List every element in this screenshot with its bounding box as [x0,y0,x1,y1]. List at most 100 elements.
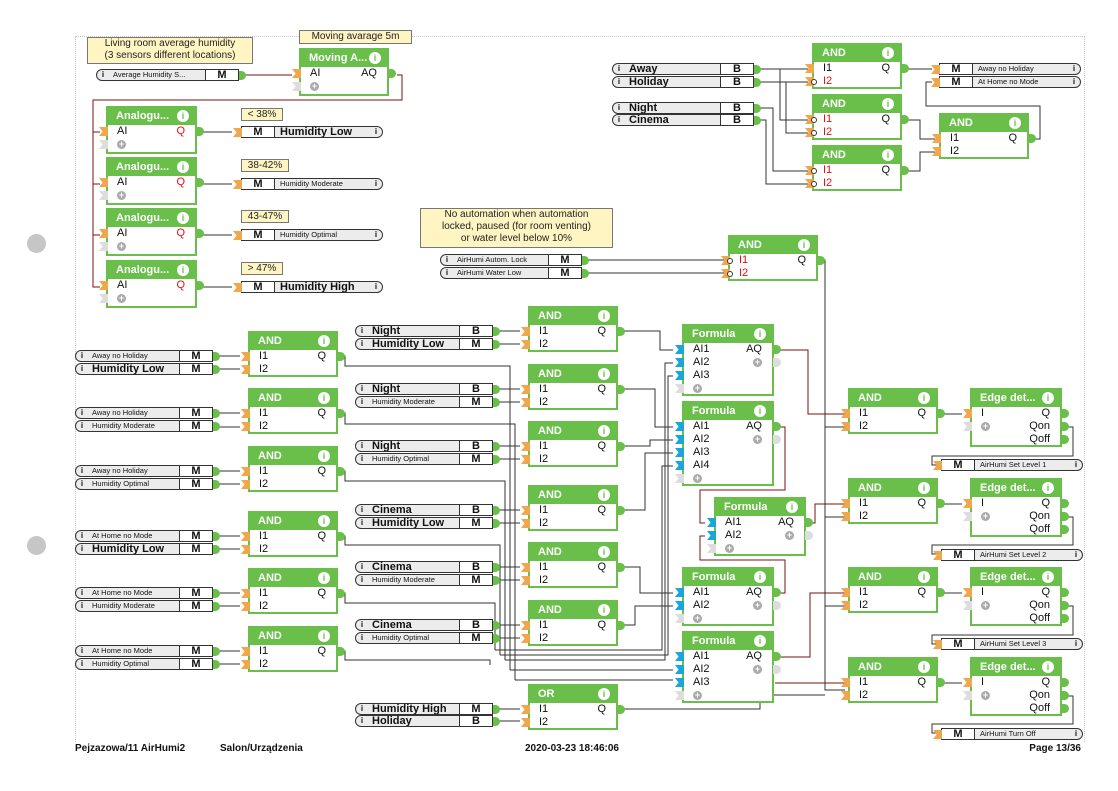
info-icon[interactable]: i [360,326,364,335]
info-icon[interactable]: i [80,659,84,668]
info-icon[interactable]: i [80,588,84,597]
info-icon[interactable]: i [318,392,330,404]
add-input-icon[interactable]: + [693,383,702,393]
info-icon[interactable]: i [80,479,84,488]
info-icon[interactable]: i [360,384,364,393]
info-icon[interactable]: i [617,64,621,73]
info-icon[interactable]: i [598,425,610,437]
info-icon[interactable]: i [360,441,364,450]
info-icon[interactable]: i [754,571,766,583]
info-icon[interactable]: i [598,489,610,501]
info-icon[interactable]: i [374,282,378,291]
add-input-icon[interactable]: + [981,690,990,700]
info-icon[interactable]: i [598,604,610,616]
info-icon[interactable]: i [318,572,330,584]
info-icon[interactable]: i [1042,571,1054,583]
add-input-icon[interactable]: + [981,421,990,431]
info-icon[interactable]: i [369,52,381,64]
info-icon[interactable]: i [360,620,364,629]
info-icon[interactable]: i [598,310,610,322]
info-icon[interactable]: i [786,501,798,513]
info-icon[interactable]: i [374,127,378,136]
add-output-icon[interactable]: + [785,530,794,540]
info-icon[interactable]: i [318,450,330,462]
info-icon[interactable]: i [80,364,84,373]
info-icon[interactable]: i [598,368,610,380]
info-icon[interactable]: i [882,47,894,59]
info-icon[interactable]: i [360,633,364,642]
info-icon[interactable]: i [445,255,449,264]
info-icon[interactable]: i [101,70,105,79]
info-icon[interactable]: i [80,466,84,475]
add-input-icon[interactable]: + [981,600,990,610]
info-icon[interactable]: i [80,351,84,360]
info-icon[interactable]: i [1074,550,1078,559]
info-icon[interactable]: i [798,239,810,251]
info-icon[interactable]: i [598,546,610,558]
add-input-icon[interactable]: + [117,293,126,303]
info-icon[interactable]: i [1042,661,1054,673]
info-icon[interactable]: i [882,98,894,110]
info-icon[interactable]: i [918,571,930,583]
info-icon[interactable]: i [80,544,84,553]
info-icon[interactable]: i [1072,77,1076,86]
info-icon[interactable]: i [1074,729,1078,738]
info-icon[interactable]: i [360,518,364,527]
info-icon[interactable]: i [617,77,621,86]
info-icon[interactable]: i [80,531,84,540]
info-icon[interactable]: i [318,630,330,642]
add-input-icon[interactable]: + [117,241,126,251]
info-icon[interactable]: i [598,688,610,700]
info-icon[interactable]: i [80,646,84,655]
add-output-icon[interactable]: + [753,357,762,367]
info-icon[interactable]: i [918,482,930,494]
info-icon[interactable]: i [360,716,364,725]
info-icon[interactable]: i [360,454,364,463]
info-icon[interactable]: i [754,328,766,340]
info-icon[interactable]: i [80,421,84,430]
add-input-icon[interactable]: + [117,190,126,200]
add-output-icon[interactable]: + [753,434,762,444]
info-icon[interactable]: i [918,661,930,673]
